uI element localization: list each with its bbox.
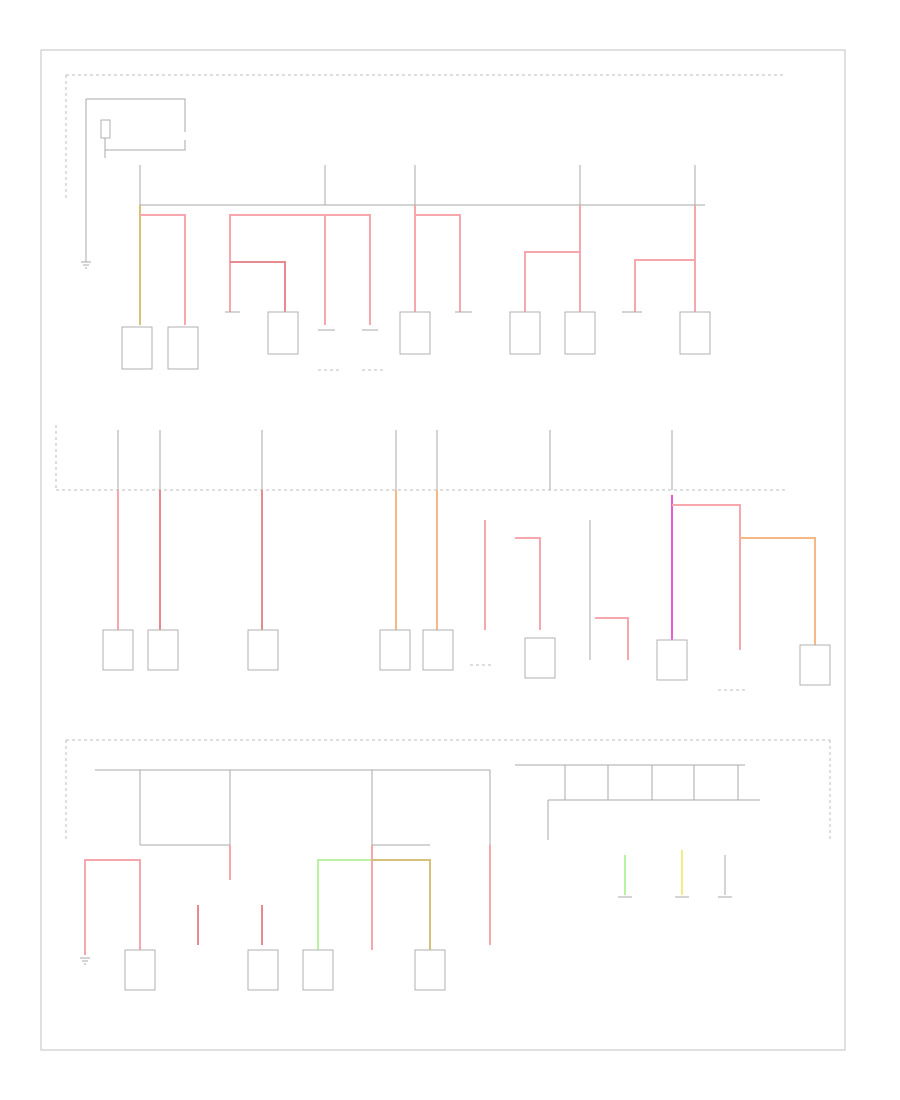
section-1 — [65, 74, 785, 371]
page-frame — [40, 49, 846, 1051]
section-2 — [55, 425, 831, 691]
section-3 — [65, 739, 831, 991]
